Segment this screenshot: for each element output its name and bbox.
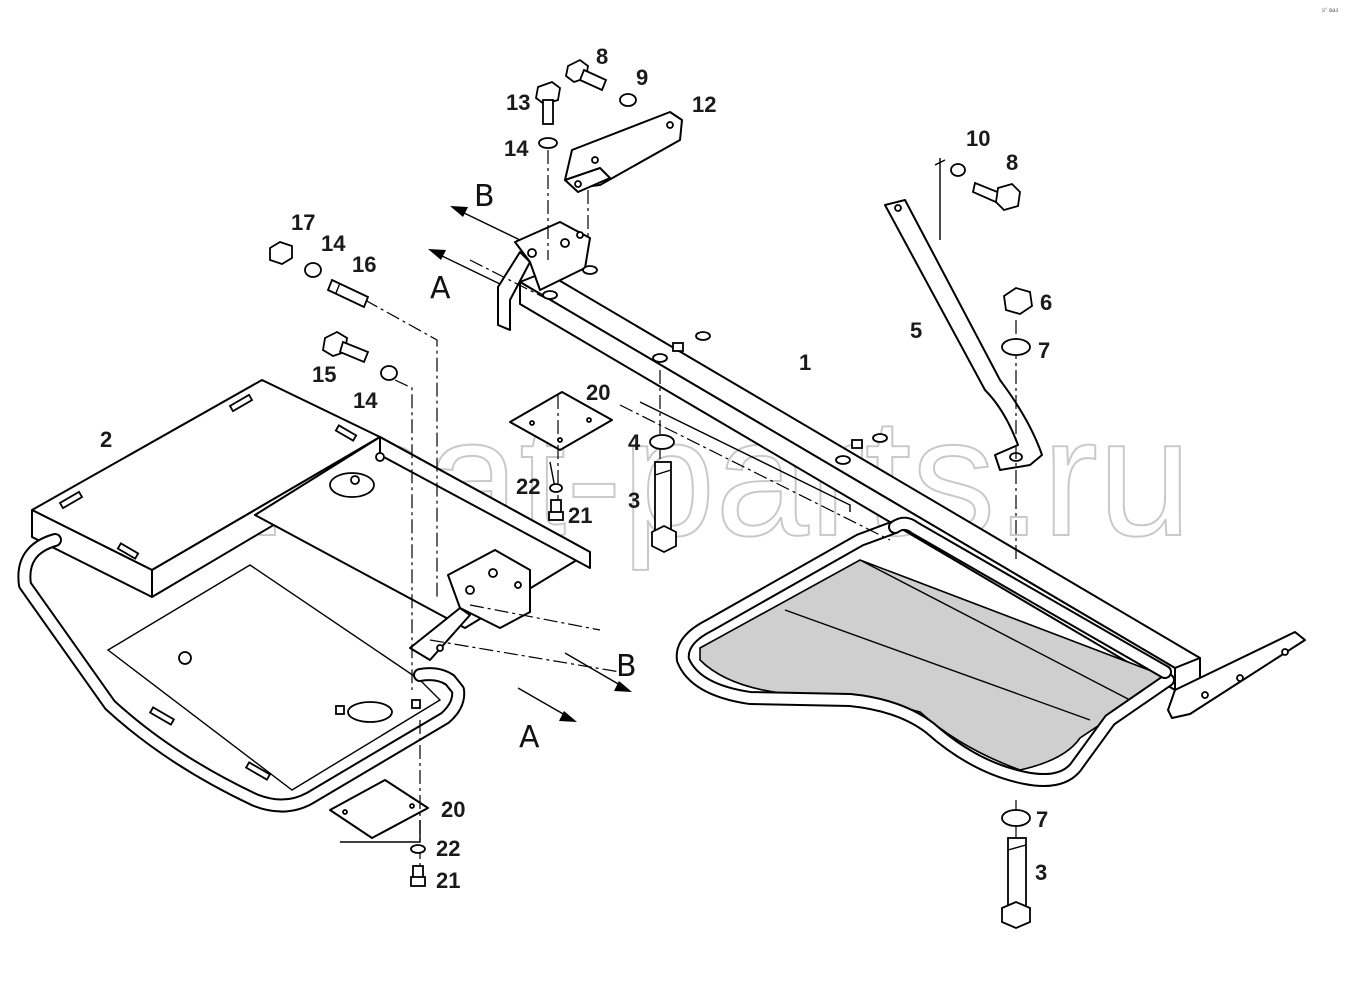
section-arrow-b-top xyxy=(450,206,521,241)
callout-12: 12 xyxy=(692,92,716,117)
washer-part-9 xyxy=(619,93,637,107)
callout-14-left: 14 xyxy=(321,231,346,256)
callout-14-middle: 14 xyxy=(353,388,378,413)
callout-10: 10 xyxy=(966,126,990,151)
callout-15: 15 xyxy=(312,362,336,387)
callout-20-upper: 20 xyxy=(586,380,610,405)
callout-7-upper: 7 xyxy=(1038,338,1050,363)
screw-part-21-upper xyxy=(548,499,564,521)
washer-part-14-top xyxy=(538,137,558,149)
washer-part-22-upper xyxy=(549,483,563,493)
section-label-a-top: A xyxy=(430,271,451,306)
callout-20-lower: 20 xyxy=(441,797,465,822)
washer-part-7-lower xyxy=(1001,809,1031,827)
callout-14-top: 14 xyxy=(504,136,529,161)
cover-plate-part-20-lower xyxy=(329,779,429,839)
callout-1: 1 xyxy=(799,350,811,375)
callout-4: 4 xyxy=(628,430,641,455)
bolt-part-3-lower xyxy=(1001,837,1031,929)
section-label-a-bottom: A xyxy=(519,720,540,755)
callout-8-top: 8 xyxy=(596,44,608,69)
callout-21-lower: 21 xyxy=(436,868,460,893)
screw-part-21-lower xyxy=(410,865,426,887)
left-platform-part-2 xyxy=(17,379,591,813)
washer-part-4 xyxy=(649,434,675,450)
cover-plate-part-20-upper xyxy=(509,391,613,451)
bolt-part-8-top xyxy=(565,58,608,92)
callout-22-upper: 22 xyxy=(516,474,540,499)
callout-2: 2 xyxy=(100,427,112,452)
section-arrow-a-top xyxy=(428,249,501,285)
callout-17: 17 xyxy=(291,210,315,235)
bracket-part-12 xyxy=(564,111,683,193)
section-label-b-bottom: B xyxy=(616,649,637,684)
washer-part-14-middle xyxy=(380,365,398,381)
right-footrest xyxy=(675,516,1175,787)
callout-22-lower: 22 xyxy=(436,836,460,861)
washer-part-22-lower xyxy=(410,844,426,854)
section-arrow-b-bottom xyxy=(564,652,632,692)
callout-3-lower: 3 xyxy=(1035,860,1047,885)
callout-3-center: 3 xyxy=(628,488,640,513)
callout-8-right: 8 xyxy=(1006,150,1018,175)
washer-part-14-left xyxy=(304,262,322,278)
callout-16: 16 xyxy=(352,252,376,277)
bolt-part-3-center xyxy=(651,461,677,554)
callout-7-lower: 7 xyxy=(1036,807,1048,832)
nut-part-17 xyxy=(269,241,293,265)
bolt-part-13 xyxy=(535,80,561,125)
section-label-b-top: B xyxy=(474,179,495,214)
callout-13: 13 xyxy=(506,90,530,115)
callout-9: 9 xyxy=(636,65,648,90)
washer-part-10 xyxy=(950,163,966,177)
bolt-part-15 xyxy=(322,330,370,364)
bolt-part-8-right xyxy=(971,181,1021,212)
callout-5: 5 xyxy=(910,318,922,343)
washer-part-7-upper xyxy=(1001,338,1031,356)
stud-part-16 xyxy=(326,278,370,309)
callout-6: 6 xyxy=(1040,290,1052,315)
callout-21-upper: 21 xyxy=(568,503,592,528)
section-arrow-a-bottom xyxy=(517,687,577,722)
nut-part-6 xyxy=(1003,287,1033,315)
corner-mark: s° ваз xyxy=(1322,8,1338,14)
